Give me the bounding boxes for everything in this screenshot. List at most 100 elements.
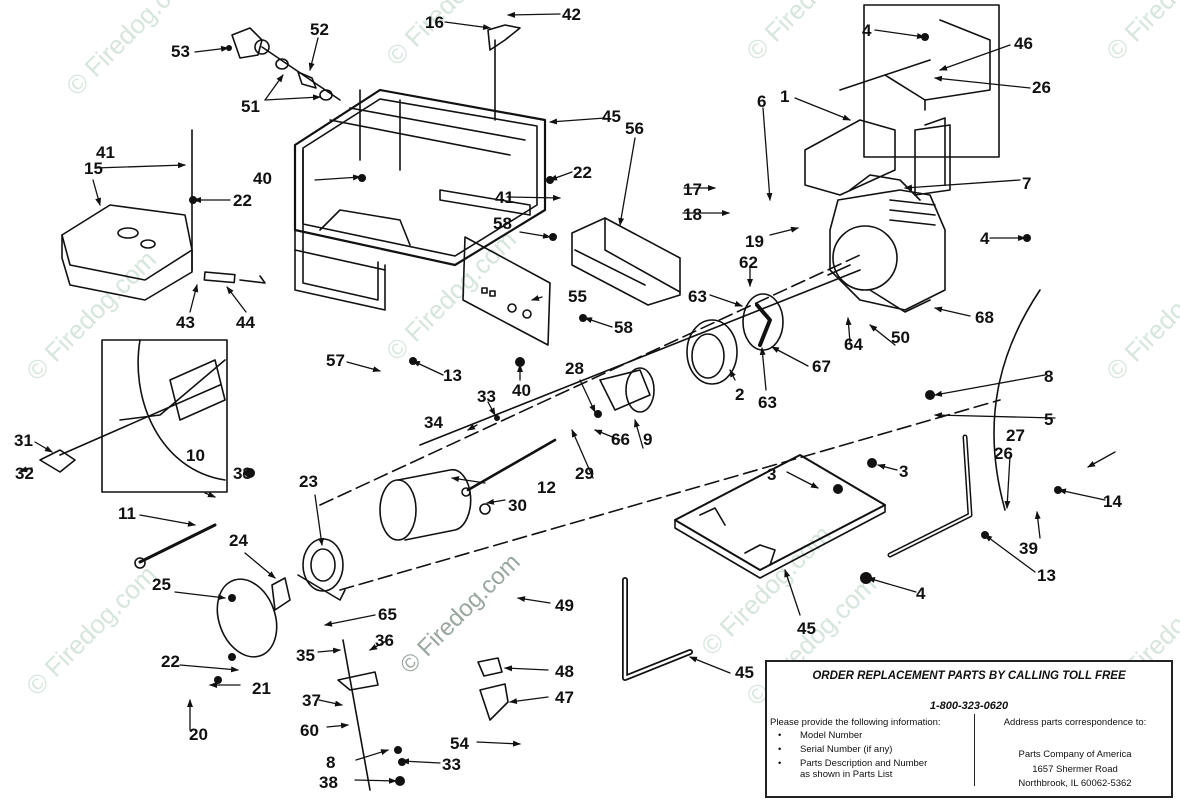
callout-58-bottom: 58 [614, 318, 633, 337]
address-section: Address parts correspondence to: Parts C… [977, 716, 1173, 791]
callout-10: 10 [186, 446, 205, 465]
callout-54: 54 [450, 734, 469, 753]
engine [804, 117, 951, 313]
callout-30: 30 [508, 496, 527, 515]
callout-26-inset: 26 [1032, 78, 1051, 97]
callout-55: 55 [568, 287, 587, 306]
item-text: as shown in Parts List [800, 768, 893, 780]
callout-22-frame: 22 [573, 163, 592, 182]
callout-44: 44 [236, 313, 255, 332]
callout-20: 20 [189, 725, 208, 744]
order-info-box: ORDER REPLACEMENT PARTS BY CALLING TOLL … [765, 660, 1173, 798]
handle [887, 434, 973, 558]
callout-57: 57 [326, 351, 345, 370]
callout-4-bottom: 4 [916, 584, 926, 603]
rotor [599, 367, 655, 413]
callout-63-bottom: 63 [758, 393, 777, 412]
callout-34: 34 [424, 413, 443, 432]
frame [293, 88, 547, 311]
callout-45-frame: 45 [602, 107, 621, 126]
callout-52: 52 [310, 20, 329, 39]
tie-rod [138, 523, 217, 564]
callout-32: 32 [15, 464, 34, 483]
callout-27: 27 [1006, 426, 1025, 445]
callout-45-handle: 45 [735, 663, 754, 682]
callout-43: 43 [176, 313, 195, 332]
stator-housing [379, 468, 472, 541]
callout-17: 17 [683, 180, 702, 199]
callout-1: 1 [780, 87, 790, 106]
control-panel [462, 236, 551, 346]
callout-62: 62 [739, 253, 758, 272]
callout-4-engine: 4 [980, 229, 990, 248]
callout-56: 56 [625, 119, 644, 138]
bullet: • [778, 730, 782, 741]
callout-36: 36 [375, 631, 394, 650]
toll-free-phone: 1-800-323-0620 [929, 700, 1009, 712]
callout-42: 42 [562, 5, 581, 24]
callout-53: 53 [171, 42, 190, 61]
inset-frame-left [101, 339, 228, 493]
callout-50: 50 [891, 328, 910, 347]
callout-39: 39 [1019, 539, 1038, 558]
callout-33-shaft: 33 [477, 387, 496, 406]
bracket [487, 24, 521, 51]
provide-heading: Please provide the following information… [770, 717, 941, 728]
callout-26-right: 26 [994, 444, 1013, 463]
callout-13-right: 13 [1037, 566, 1056, 585]
label-plate [271, 577, 291, 611]
callout-18: 18 [683, 205, 702, 224]
address-heading: Address parts correspondence to: [1003, 717, 1147, 728]
callout-4-inset: 4 [862, 21, 872, 40]
cover-48 [477, 657, 503, 677]
bullet: • [778, 757, 782, 769]
callout-60: 60 [300, 721, 319, 740]
callout-28: 28 [565, 359, 584, 378]
callout-40-panel: 40 [512, 381, 531, 400]
callout-33-bottom: 33 [442, 755, 461, 774]
item-text: Model Number [800, 730, 863, 741]
callout-8-bottom: 8 [326, 753, 336, 772]
callout-31: 31 [14, 431, 33, 450]
callout-5: 5 [1044, 410, 1054, 429]
callout-16: 16 [425, 13, 444, 32]
callout-41-frame: 41 [495, 188, 514, 207]
through-bolt [466, 438, 557, 492]
base-plate [674, 454, 886, 579]
callout-29: 29 [575, 464, 594, 483]
callout-8-right: 8 [1044, 367, 1054, 386]
callout-14: 14 [1103, 492, 1122, 511]
callout-41-tank: 41 [96, 143, 115, 162]
item-text: Parts Description and Number [800, 757, 928, 769]
list-item: • Model Number [770, 730, 941, 742]
callout-68: 68 [975, 308, 994, 327]
callout-13-panel: 13 [443, 366, 462, 385]
bullet: • [778, 743, 782, 755]
callout-67: 67 [812, 357, 831, 376]
callout-38: 38 [319, 773, 338, 792]
callout-65: 65 [378, 605, 397, 624]
callout-24: 24 [229, 531, 248, 550]
callout-33-rod: 33 [233, 464, 252, 483]
end-bell [297, 538, 346, 601]
callout-45-plate: 45 [797, 619, 816, 638]
receptacle-parts [231, 27, 341, 101]
divider [974, 714, 975, 786]
callout-51: 51 [241, 97, 260, 116]
callout-12: 12 [537, 478, 556, 497]
callout-9: 9 [643, 430, 653, 449]
panel-cover [571, 217, 681, 306]
callout-40-frame: 40 [253, 169, 272, 188]
handle-bottom [622, 577, 693, 681]
item-text: Serial Number (if any) [800, 743, 893, 755]
street-address: 1657 Shermer Road [1032, 763, 1118, 775]
city-state-zip: Northbrook, IL 60062-5362 [1018, 777, 1132, 789]
callout-6: 6 [757, 92, 767, 111]
provide-info-section: Please provide the following information… [770, 717, 941, 784]
callout-11: 11 [118, 504, 136, 523]
order-title: ORDER REPLACEMENT PARTS BY CALLING TOLL … [812, 670, 1126, 682]
callout-2: 2 [735, 385, 745, 404]
